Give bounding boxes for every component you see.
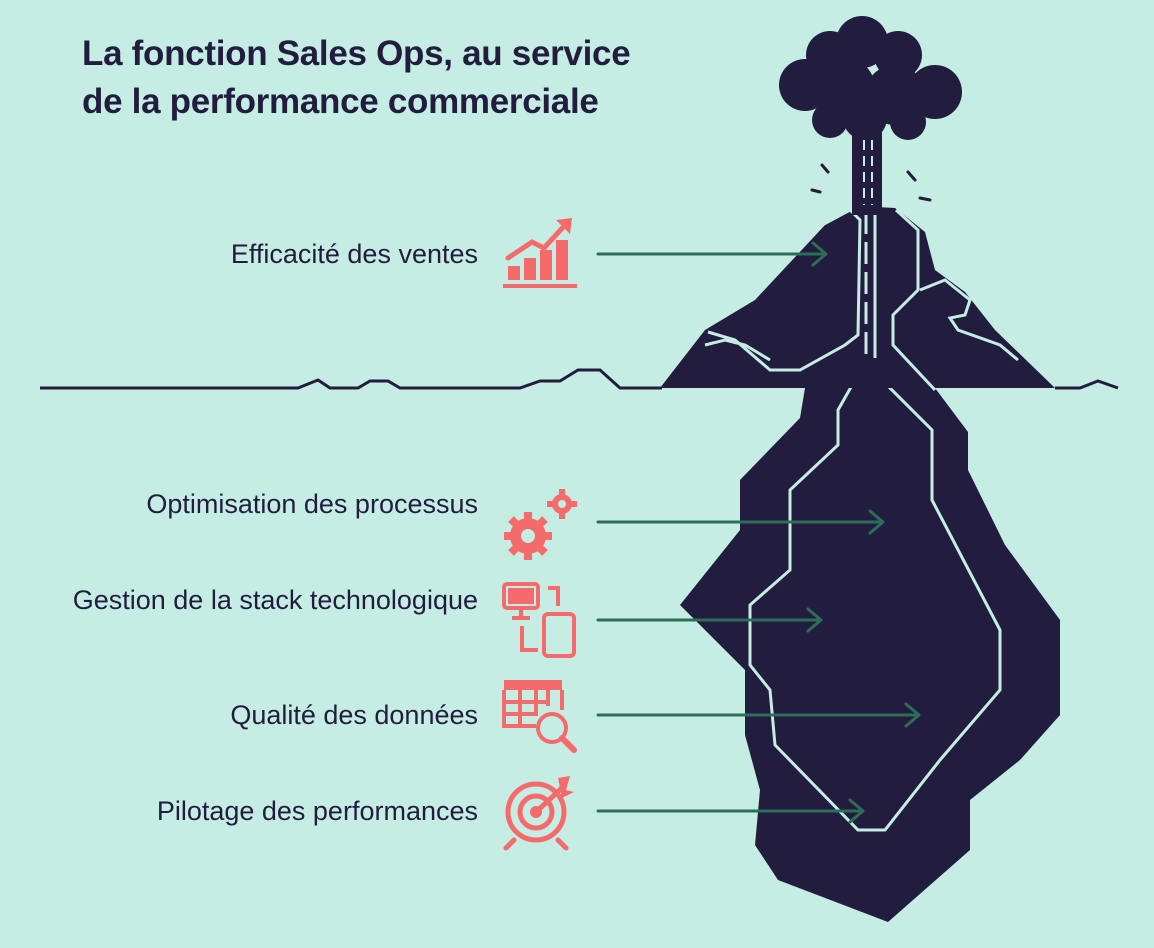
page-title: La fonction Sales Ops, au service de la …	[82, 34, 631, 121]
item-label-process-optimization: Optimisation des processus	[146, 489, 478, 519]
arrow-2	[596, 509, 885, 535]
gears-icon	[504, 489, 577, 560]
water-line-right	[1055, 379, 1119, 390]
item-label-performance: Pilotage des performances	[156, 796, 478, 826]
eruption-sparks	[810, 163, 932, 202]
growth-chart-icon	[503, 218, 577, 288]
arrow-3	[596, 607, 823, 633]
eruption-cloud	[779, 16, 962, 140]
eruption-column-lines	[863, 140, 873, 205]
item-label-tech-stack: Gestion de la stack technologique	[72, 585, 478, 615]
arrows	[596, 241, 921, 824]
submerged-inner-outline	[748, 378, 1002, 832]
target-icon	[503, 776, 574, 851]
arrow-1	[596, 241, 828, 267]
arrow-5	[596, 798, 865, 824]
devices-icon	[502, 582, 576, 658]
water-line	[40, 368, 662, 390]
item-label-sales-efficiency: Efficacité des ventes	[230, 239, 478, 269]
table-search-icon	[502, 680, 577, 753]
arrow-4	[596, 702, 921, 728]
eruption-column	[852, 130, 882, 215]
item-label-data-quality: Qualité des données	[230, 700, 478, 730]
submerged-mass	[680, 388, 1060, 922]
